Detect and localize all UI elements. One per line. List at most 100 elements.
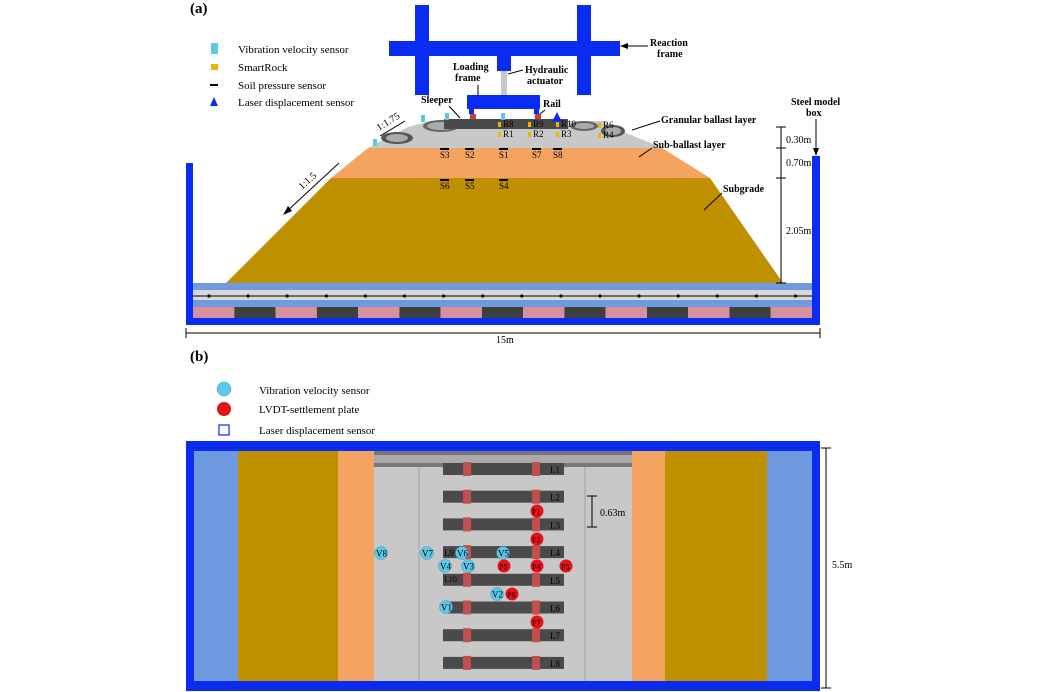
reaction-frame-label: frame — [657, 49, 683, 60]
rail — [470, 114, 476, 119]
slope-upper-label: 1:1.75 — [375, 111, 402, 134]
smartrock-label: R6 — [603, 120, 614, 130]
sub-ballast-layer — [331, 148, 710, 178]
laser-sensor-label: L10 — [444, 575, 457, 584]
plan-rail — [463, 489, 471, 504]
base-block — [193, 307, 235, 318]
base-block — [358, 307, 400, 318]
loading-frame-label: frame — [455, 73, 481, 84]
pressure-sensor-label: S4 — [499, 181, 509, 191]
pipe-dot — [363, 294, 367, 298]
legend-a-item: Soil pressure sensor — [238, 80, 326, 92]
pressure-sensor-label: S7 — [532, 150, 542, 160]
reaction-frame — [389, 5, 620, 95]
velocity-sensor-label: V1 — [441, 603, 452, 613]
velocity-sensor-marker — [439, 600, 453, 614]
pipe-dot — [559, 294, 563, 298]
soil-pressure-sensor-icon — [553, 148, 562, 150]
soil-pressure-sensor-icon — [210, 84, 218, 86]
vibration-velocity-sensor-icon — [445, 113, 449, 120]
plan-rail — [463, 572, 471, 587]
legend-a: Vibration velocity sensor SmartRock Soil… — [210, 43, 354, 109]
velocity-sensor-marker — [461, 559, 475, 573]
laser-displacement-sensor-icon — [218, 424, 230, 436]
plan-sleeper — [443, 629, 564, 642]
pressure-sensor-label: S5 — [465, 181, 475, 191]
sub-ballast-label: Sub-ballast layer — [653, 140, 726, 151]
dimension-lines-a — [776, 126, 786, 284]
plan-sleeper — [443, 518, 564, 531]
lvdt-plate-marker — [530, 559, 544, 573]
pipe-dot — [715, 294, 719, 298]
pressure-sensor-label: S8 — [553, 150, 563, 160]
subgrade-label: Subgrade — [723, 184, 765, 195]
pipe-dot — [246, 294, 250, 298]
slope-lower-label: 1:1.5 — [297, 170, 319, 192]
pressure-sensor-label: S1 — [499, 150, 509, 160]
plan-rail — [532, 655, 540, 670]
plan-view-box — [186, 441, 820, 691]
legend-a-item: Laser displacement sensor — [238, 97, 354, 109]
vibration-velocity-sensor-icon — [216, 381, 232, 397]
pipe-dot — [598, 294, 602, 298]
smartrock-icon — [528, 132, 531, 137]
pressure-sensor-label: S2 — [465, 150, 475, 160]
granular-ballast-label: Granular ballast layer — [661, 115, 757, 126]
velocity-sensor-marker — [438, 559, 452, 573]
base-block — [605, 307, 647, 318]
plan-sleeper — [443, 601, 564, 614]
laser-displacement-sensor-icon — [210, 97, 218, 106]
pipe-dot — [442, 294, 446, 298]
smartrock-label: R3 — [561, 129, 572, 139]
lvdt-plate-marker — [497, 559, 511, 573]
plan-sleeper — [443, 573, 564, 586]
sleeper-label: L3 — [550, 520, 560, 530]
base-block — [440, 307, 482, 318]
lvdt-plate-marker — [559, 559, 573, 573]
pressure-sensor-label: S3 — [440, 150, 450, 160]
rail — [535, 114, 541, 119]
plan-rail — [463, 655, 471, 670]
legend-a-item: Vibration velocity sensor — [238, 44, 349, 56]
sleeper-label: L4 — [550, 548, 560, 558]
lvdt-plate-label: P6 — [507, 591, 515, 600]
soil-pressure-sensor-icon — [465, 179, 474, 181]
steel-model-box — [186, 156, 820, 325]
pipe-dot — [402, 294, 407, 298]
lvdt-plate-marker — [530, 504, 544, 518]
vibration-velocity-sensor-icon — [373, 139, 377, 146]
plan-rail — [532, 600, 540, 615]
base-block — [770, 307, 812, 318]
dim-55-lines — [821, 447, 831, 689]
smartrock-icon — [598, 133, 601, 138]
reaction-frame-label: Reaction — [650, 38, 688, 49]
lvdt-plate-label: P1 — [532, 508, 540, 517]
sleeper-label: L5 — [550, 576, 560, 586]
plan-rail — [532, 517, 540, 532]
velocity-sensor-label: V4 — [440, 562, 451, 572]
laser-sensor-label: L9 — [444, 548, 454, 558]
lvdt-plate-label: P4 — [532, 563, 540, 572]
soil-pressure-sensor-icon — [440, 179, 449, 181]
hydraulic-actuator-label: actuator — [527, 76, 564, 87]
laser-displacement-sensor-icon — [552, 112, 562, 122]
pipe-dot — [637, 294, 641, 298]
vibration-velocity-sensor-icon — [501, 113, 505, 120]
lvdt-plate-label: P3 — [561, 563, 569, 572]
pipe-dot — [754, 294, 759, 298]
lvdt-plate-marker — [530, 615, 544, 629]
base-layers — [193, 283, 812, 318]
sleeper — [444, 119, 568, 129]
steel-box-label: Steel model — [791, 97, 840, 108]
soil-pressure-sensor-icon — [440, 148, 449, 150]
smartrock-icon — [211, 64, 218, 70]
smartrock-label: R2 — [533, 129, 544, 139]
pipe-dot — [285, 294, 289, 298]
lvdt-settlement-plate-icon — [217, 402, 231, 416]
smartrock-label: R9 — [533, 119, 544, 129]
soil-pressure-sensor-icon — [465, 148, 474, 150]
velocity-sensor-label: V8 — [376, 549, 387, 559]
smartrock-label: R8 — [503, 119, 514, 129]
